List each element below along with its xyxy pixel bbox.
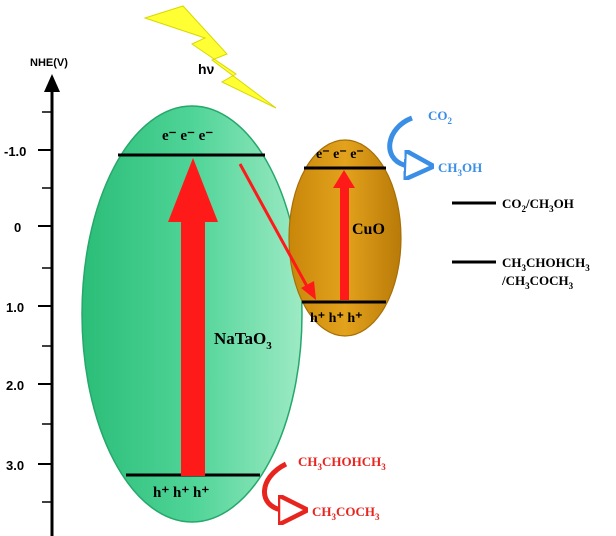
- cuo-holes: h⁺ h⁺ h⁺: [310, 311, 363, 326]
- ipa-oxidation-process: CH3CHOHCH3 CH3COCH3: [262, 454, 386, 522]
- co2-reactant-label: CO2: [428, 108, 453, 126]
- electron-transfer-arrow: [238, 163, 316, 300]
- axis-minor-ticks: [42, 111, 52, 503]
- axis-major-ticks: [38, 149, 52, 465]
- axis-tick-label: 3.0: [6, 458, 24, 473]
- cuo-label: CuO: [352, 221, 385, 238]
- acetone-product-label: CH3COCH3: [312, 504, 380, 522]
- axis-arrowhead: [44, 74, 60, 92]
- axis-tick-label: 0: [14, 220, 21, 235]
- nataO3-label: NaTaO3: [214, 329, 272, 352]
- ch3oh-product-label: CH3OH: [438, 160, 482, 178]
- oxidation-curved-arrow: [262, 461, 302, 510]
- nataO3-excitation-arrow: [168, 158, 218, 476]
- redox-potential-legend: CO2/CH3OH CH3CHOHCH3 /CH3COCH3: [452, 196, 590, 291]
- axis-tick-label: -1.0: [4, 144, 26, 159]
- co2-ch3oh-potential-label: CO2/CH3OH: [502, 196, 574, 214]
- axis-tick-label: 1.0: [6, 300, 24, 315]
- reduction-curved-arrow: [387, 115, 428, 166]
- co2-reduction-process: CO2 CH3OH: [387, 108, 482, 178]
- nataO3-electrons: e⁻ e⁻ e⁻: [162, 128, 213, 144]
- lightning-bolt-icon: hν: [143, 5, 277, 109]
- cuo-excitation-arrow: [340, 186, 349, 300]
- axis-tick-label: 2.0: [6, 378, 24, 393]
- ipa-acetone-potential-label-line1: CH3CHOHCH3: [502, 255, 590, 273]
- ipa-acetone-potential-label-line2: /CH3COCH3: [501, 273, 574, 291]
- ipa-reactant-label: CH3CHOHCH3: [298, 454, 386, 472]
- light-label: hν: [198, 61, 215, 77]
- cuo-particle: e⁻ e⁻ e⁻ h⁺ h⁺ h⁺ CuO: [288, 139, 402, 337]
- axis-title: NHE(V): [30, 57, 68, 69]
- nataO3-holes: h⁺ h⁺ h⁺: [153, 485, 209, 501]
- cuo-electrons: e⁻ e⁻ e⁻: [316, 147, 364, 162]
- potential-axis: NHE(V) -1.0 0 1.0 2.0 3.0: [4, 57, 68, 536]
